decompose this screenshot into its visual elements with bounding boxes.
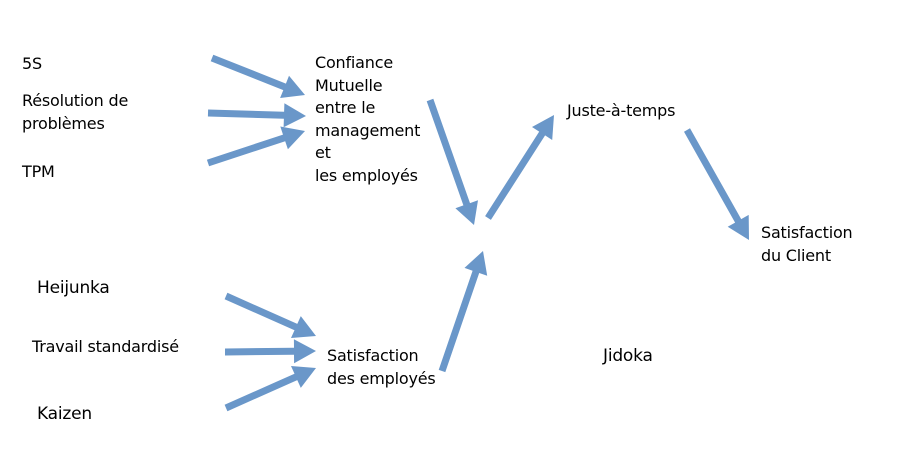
arrow-heijunka-to-satisfaction <box>224 292 316 338</box>
arrow-tpm-to-confiance <box>206 126 305 167</box>
node-5s: 5S <box>22 54 42 73</box>
arrow-confiance-to-merge <box>426 98 478 225</box>
node-heijunka: Heijunka <box>37 278 110 298</box>
arrow-merge-to-juste-a-temps <box>485 115 554 220</box>
arrow-satisfaction-to-merge <box>438 251 488 373</box>
arrow-resolution-to-confiance <box>207 103 306 128</box>
arrow-kaizen-to-satisfaction <box>224 366 316 412</box>
node-tpm: TPM <box>22 162 55 181</box>
node-confiance-mutuelle: Confiance Mutuelle entre le management e… <box>315 53 421 185</box>
node-juste-a-temps: Juste-à-temps <box>567 101 676 120</box>
node-kaizen: Kaizen <box>37 404 92 424</box>
node-satisfaction-employes: Satisfaction des employés <box>327 346 436 388</box>
node-travail-standardise: Travail standardisé <box>32 337 179 356</box>
arrow-travail-to-satisfaction <box>225 339 316 364</box>
arrow-5s-to-confiance <box>210 54 305 98</box>
node-satisfaction-client: Satisfaction du Client <box>761 223 853 265</box>
arrow-juste-a-temps-to-client <box>684 128 749 240</box>
node-resolution-de-problemes: Résolution de problèmes <box>22 91 129 133</box>
node-jidoka: Jidoka <box>603 346 653 366</box>
